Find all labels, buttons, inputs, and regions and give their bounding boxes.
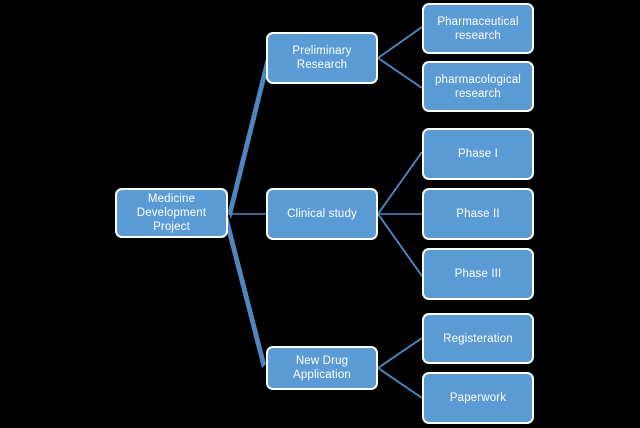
node-preliminary-research-label: Preliminary Research <box>292 45 352 71</box>
node-pharmacological-research[interactable]: pharmacological research <box>422 61 534 112</box>
node-clinical-study[interactable]: Clinical study <box>266 188 378 240</box>
node-phase-2[interactable]: Phase II <box>422 188 534 240</box>
node-registeration-label: Registeration <box>443 332 513 345</box>
connector-preliminary-research-to-pharmaceutical-research <box>377 26 423 59</box>
connector-new-drug-application-to-paperwork <box>377 367 423 399</box>
node-phase-2-label: Phase II <box>456 208 500 220</box>
node-paperwork-label: Paperwork <box>449 392 507 404</box>
node-phase-3-label: Phase III <box>454 268 502 280</box>
node-preliminary-research[interactable]: Preliminary Research <box>266 32 378 84</box>
node-new-drug-application-label: New Drug Application <box>293 355 351 381</box>
node-registeration[interactable]: Registeration <box>422 313 534 364</box>
connector-clinical-study-to-phase-1 <box>377 151 423 215</box>
node-pharmacological-research-label: pharmacological research <box>435 73 521 100</box>
node-root[interactable]: Medicine Development Project <box>115 188 228 238</box>
node-pharmaceutical-research[interactable]: Pharmaceutical research <box>422 3 534 54</box>
connector-root-to-new-drug-application <box>225 216 266 368</box>
connector-preliminary-research-to-pharmacological-research <box>377 57 423 89</box>
node-phase-1-label: Phase I <box>457 148 499 160</box>
connector-new-drug-application-to-registeration <box>377 337 423 369</box>
node-root-label: Medicine Development Project <box>136 193 207 233</box>
node-phase-1[interactable]: Phase I <box>422 128 534 180</box>
node-clinical-study-label: Clinical study <box>287 208 357 220</box>
connector-clinical-study-to-phase-3 <box>377 213 423 277</box>
node-new-drug-application[interactable]: New Drug Application <box>266 346 378 390</box>
connector-root-to-preliminary-research <box>228 58 270 219</box>
node-paperwork[interactable]: Paperwork <box>422 372 534 424</box>
node-pharmaceutical-research-label: Pharmaceutical research <box>437 15 519 42</box>
node-phase-3[interactable]: Phase III <box>422 248 534 300</box>
